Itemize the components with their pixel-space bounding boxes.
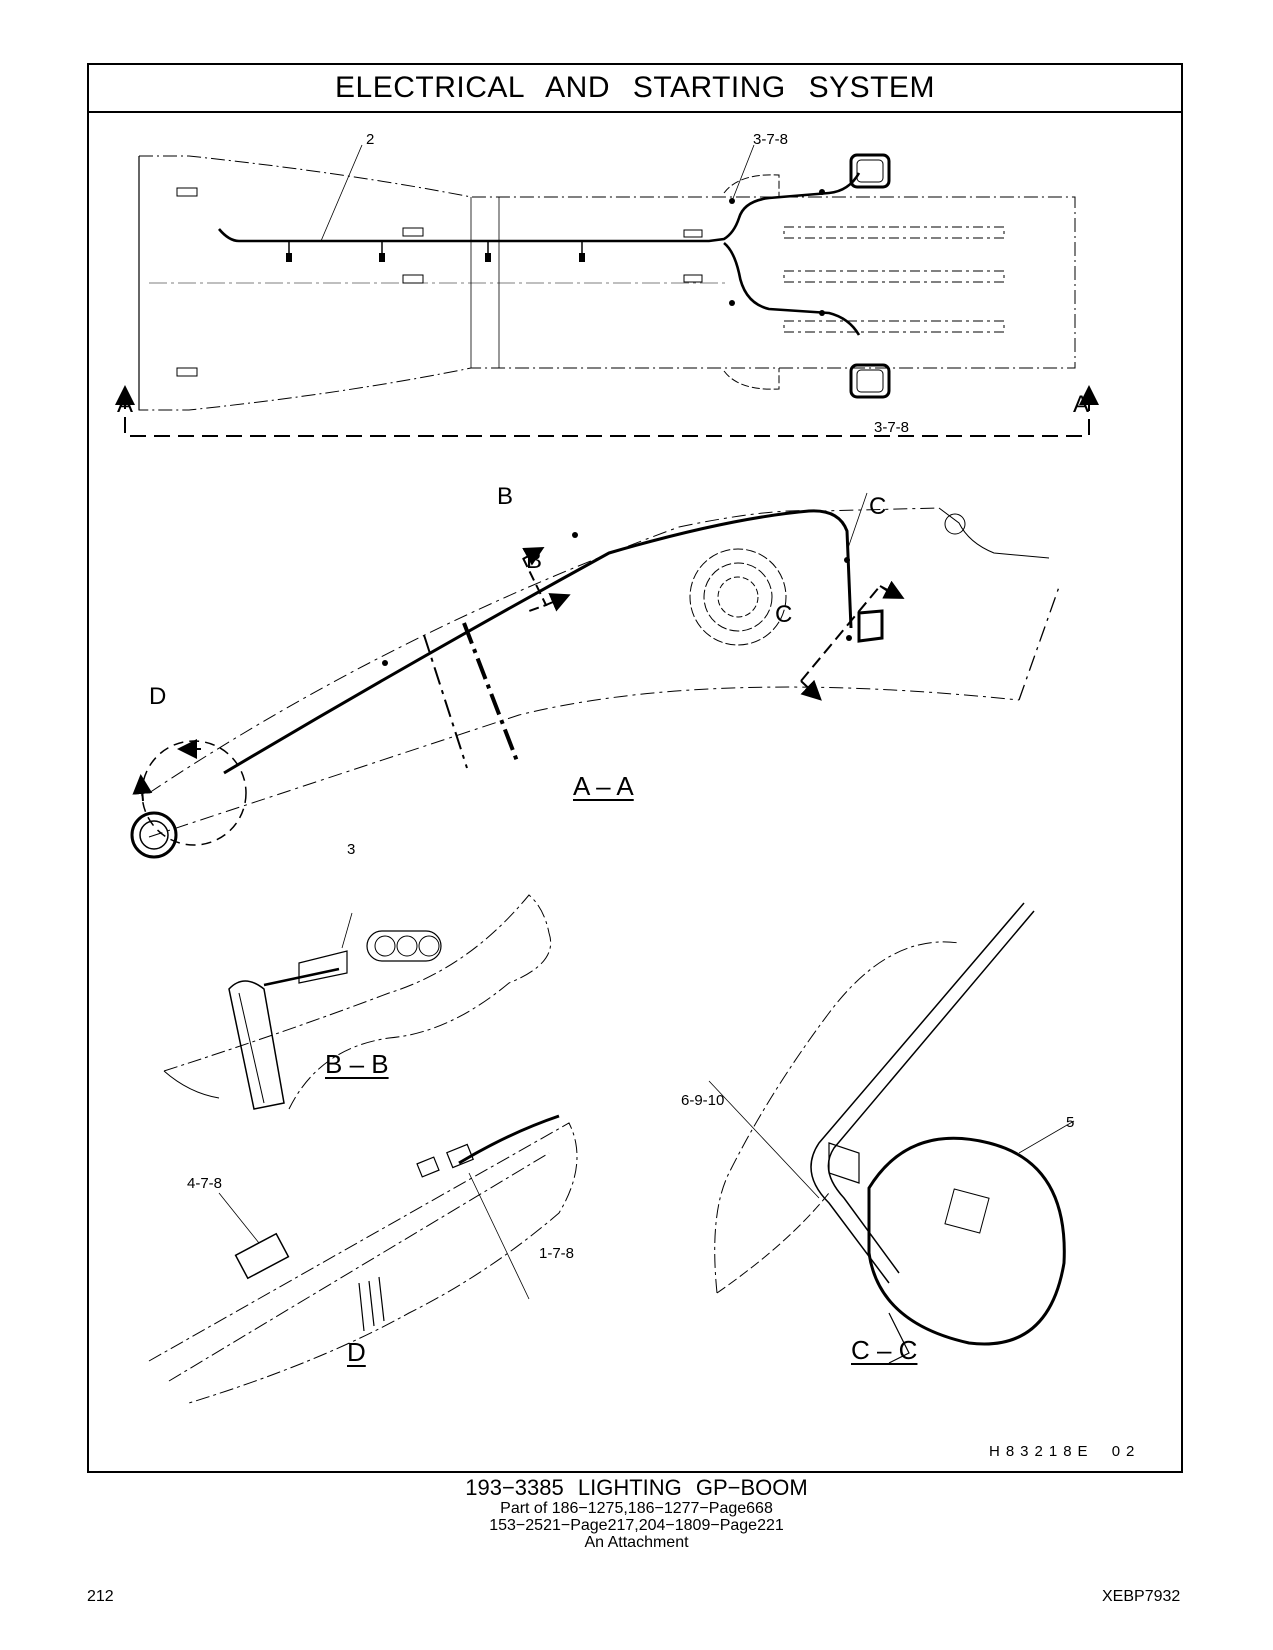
section-aa-view — [130, 492, 1060, 859]
drawing-frame: ELECTRICAL AND STARTING SYSTEM — [87, 63, 1183, 1473]
callout-top-lamp-parts: 3-7-8 — [753, 131, 789, 148]
callout-aa-lamp-parts: 3-7-8 — [874, 419, 910, 436]
page-title: ELECTRICAL AND STARTING SYSTEM — [335, 71, 935, 104]
document-code: XEBP7932 — [1102, 1588, 1181, 1605]
callout-bb-clip: 3 — [347, 841, 356, 858]
technical-drawing — [115, 144, 1099, 1404]
section-title-cc: C – C — [851, 1335, 918, 1365]
cut-label-a-right: A — [1073, 391, 1090, 418]
callout-d-clip-a: 4-7-8 — [187, 1175, 223, 1192]
title-bar: ELECTRICAL AND STARTING SYSTEM — [89, 65, 1181, 113]
section-title-bb: B – B — [325, 1049, 389, 1079]
callout-d-clip-b: 1-7-8 — [539, 1245, 575, 1262]
cut-label-a-left: A — [117, 391, 134, 418]
page-number: 212 — [87, 1588, 114, 1605]
section-d-view — [148, 1114, 578, 1404]
cut-label-d: D — [149, 683, 167, 710]
caption-line-2: 153−2521−Page217,204−1809−Page221 — [489, 1517, 784, 1534]
caption: 193−3385 LIGHTING GP−BOOM Part of 186−12… — [0, 1475, 1273, 1552]
cut-label-b-top: B — [497, 483, 514, 510]
caption-title: 193−3385 LIGHTING GP−BOOM — [465, 1475, 808, 1500]
section-bb-view — [163, 894, 551, 1110]
callout-cc-mount: 6-9-10 — [681, 1092, 725, 1109]
top-view — [115, 144, 1099, 437]
section-cc-view — [708, 902, 1075, 1364]
callout-cc-lamp: 5 — [1066, 1114, 1075, 1131]
cut-label-c-bottom: C — [775, 601, 793, 628]
drawing-id: H83218E 02 — [989, 1443, 1141, 1460]
caption-line-3: An Attachment — [584, 1534, 689, 1551]
caption-line-1: Part of 186−1275,186−1277−Page668 — [500, 1500, 773, 1517]
section-title-d: D — [347, 1337, 366, 1367]
cut-label-c-top: C — [869, 493, 887, 520]
callout-harness: 2 — [366, 131, 375, 148]
section-title-aa: A – A — [573, 771, 634, 801]
cut-label-b-bottom: B — [526, 547, 543, 574]
